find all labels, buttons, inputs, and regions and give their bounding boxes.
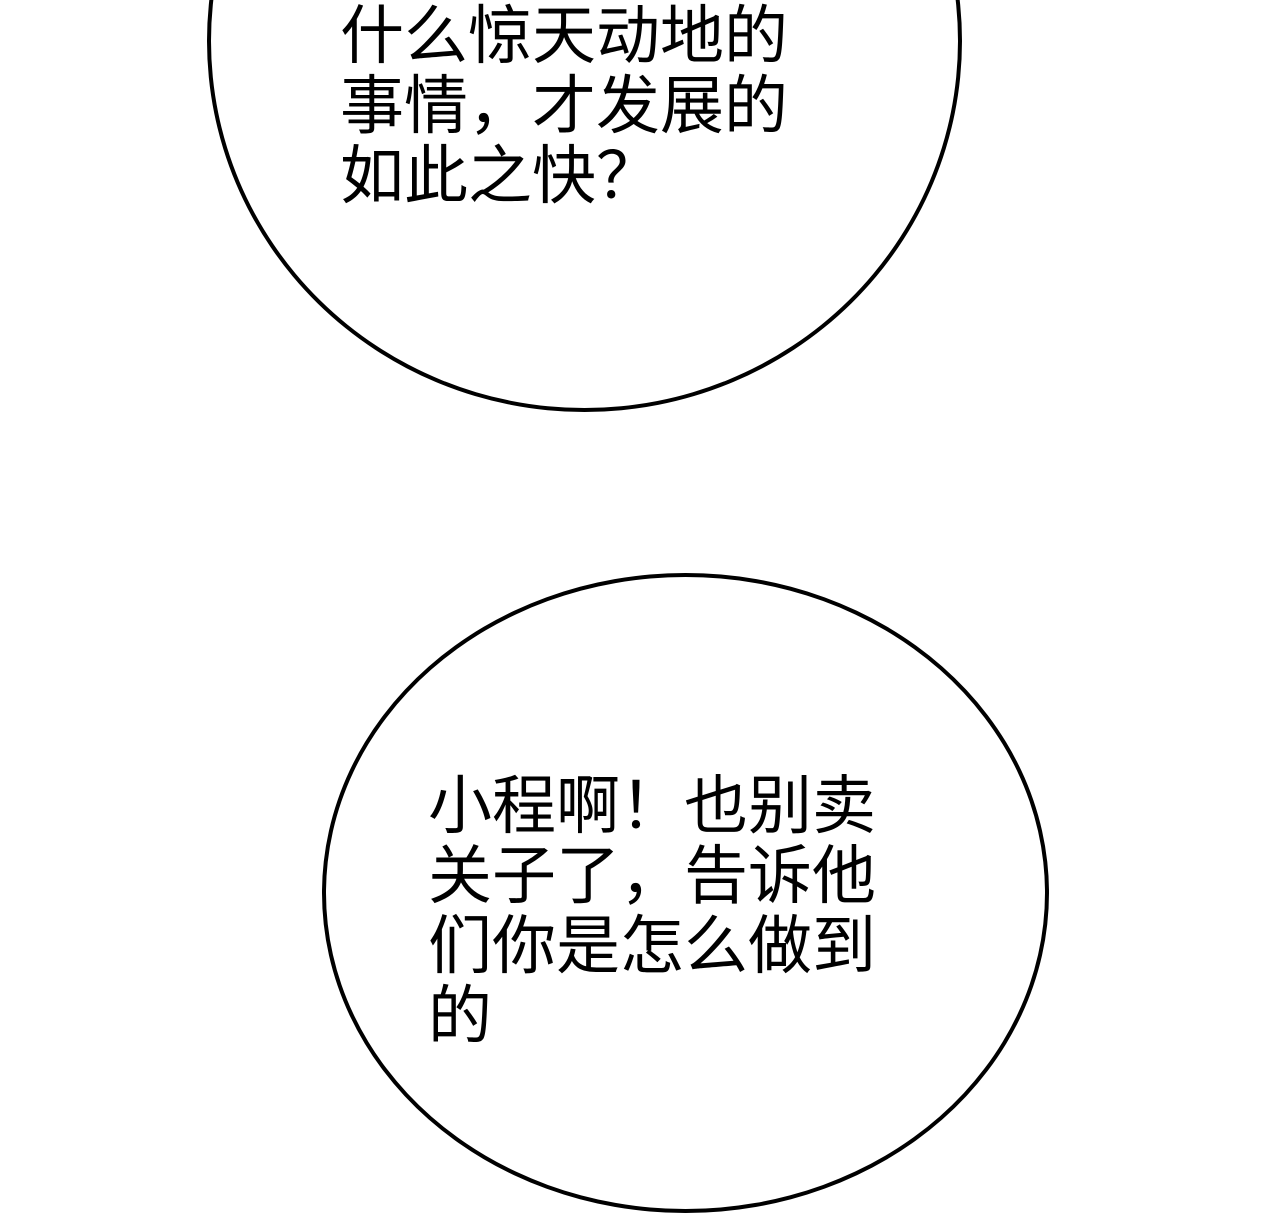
text-line: 事情，才发展的 [340, 70, 788, 144]
text-line: 的 [428, 980, 492, 1054]
text-line: 如此之快？ [340, 140, 660, 214]
text-line: 关子了，告诉他 [428, 840, 876, 914]
speech-text-bottom: 小程啊！也别卖 关子了，告诉他 们你是怎么做到 的 [428, 772, 876, 1052]
text-line: 们你是怎么做到 [428, 910, 876, 984]
text-line: 什么惊天动地的 [340, 0, 788, 74]
speech-text-top: 什么惊天动地的 事情，才发展的 如此之快？ [340, 2, 788, 212]
text-line: 小程啊！也别卖 [428, 770, 876, 844]
